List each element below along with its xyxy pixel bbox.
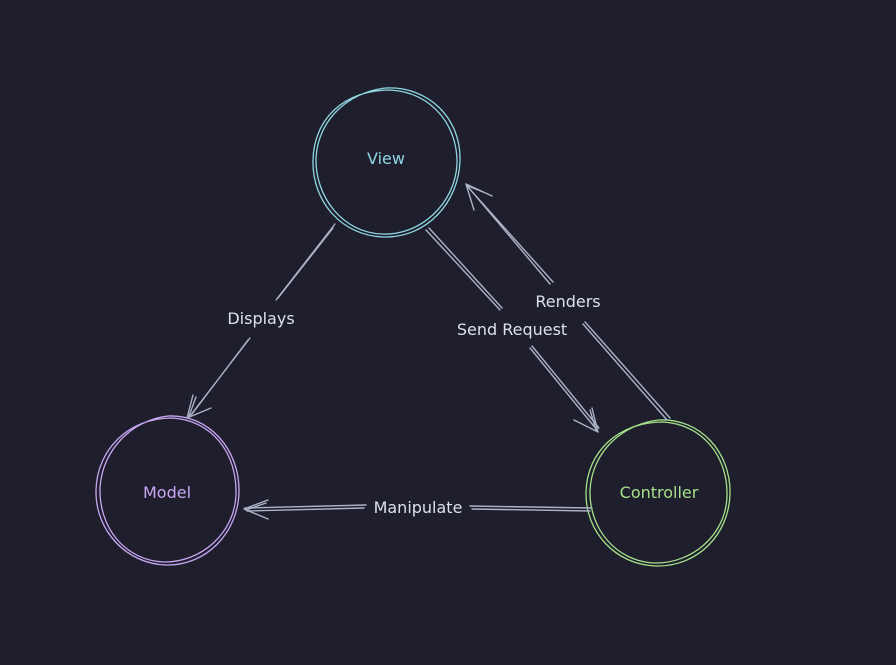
edge-send-request-arrowhead (573, 407, 599, 433)
model-label: Model (143, 483, 191, 502)
model-node[interactable]: Model (95, 415, 240, 566)
view-label: View (367, 149, 405, 168)
edge-displays-arrowhead (186, 394, 212, 419)
edge-send-request-line-bottom (529, 345, 600, 431)
edge-renders-label: Renders (535, 292, 600, 311)
model-circle (95, 415, 240, 566)
view-circle (312, 87, 461, 238)
edge-manipulate-line-left (244, 504, 367, 512)
edge-send-request-line-top (425, 227, 503, 311)
edge-renders-arrowhead (465, 183, 493, 211)
edge-renders[interactable]: Renders (465, 183, 671, 421)
controller-node[interactable]: Controller (585, 419, 731, 567)
controller-label: Controller (620, 483, 699, 502)
edge-displays-line-bottom (189, 337, 251, 417)
edge-send-request-label: Send Request (457, 320, 567, 339)
edge-manipulate[interactable]: Manipulate (243, 498, 593, 520)
edge-renders-line-top (466, 185, 554, 285)
view-node[interactable]: View (312, 87, 461, 238)
edge-displays[interactable]: Displays (186, 223, 336, 419)
edge-send-request[interactable]: Send Request (425, 227, 600, 433)
edge-manipulate-label: Manipulate (374, 498, 463, 517)
edge-renders-line-bottom (582, 321, 671, 421)
edge-manipulate-arrowhead (243, 499, 269, 520)
edge-manipulate-line-right (469, 505, 593, 512)
edge-displays-label: Displays (227, 309, 294, 328)
controller-circle (585, 419, 731, 567)
edge-displays-line-top (275, 223, 336, 301)
